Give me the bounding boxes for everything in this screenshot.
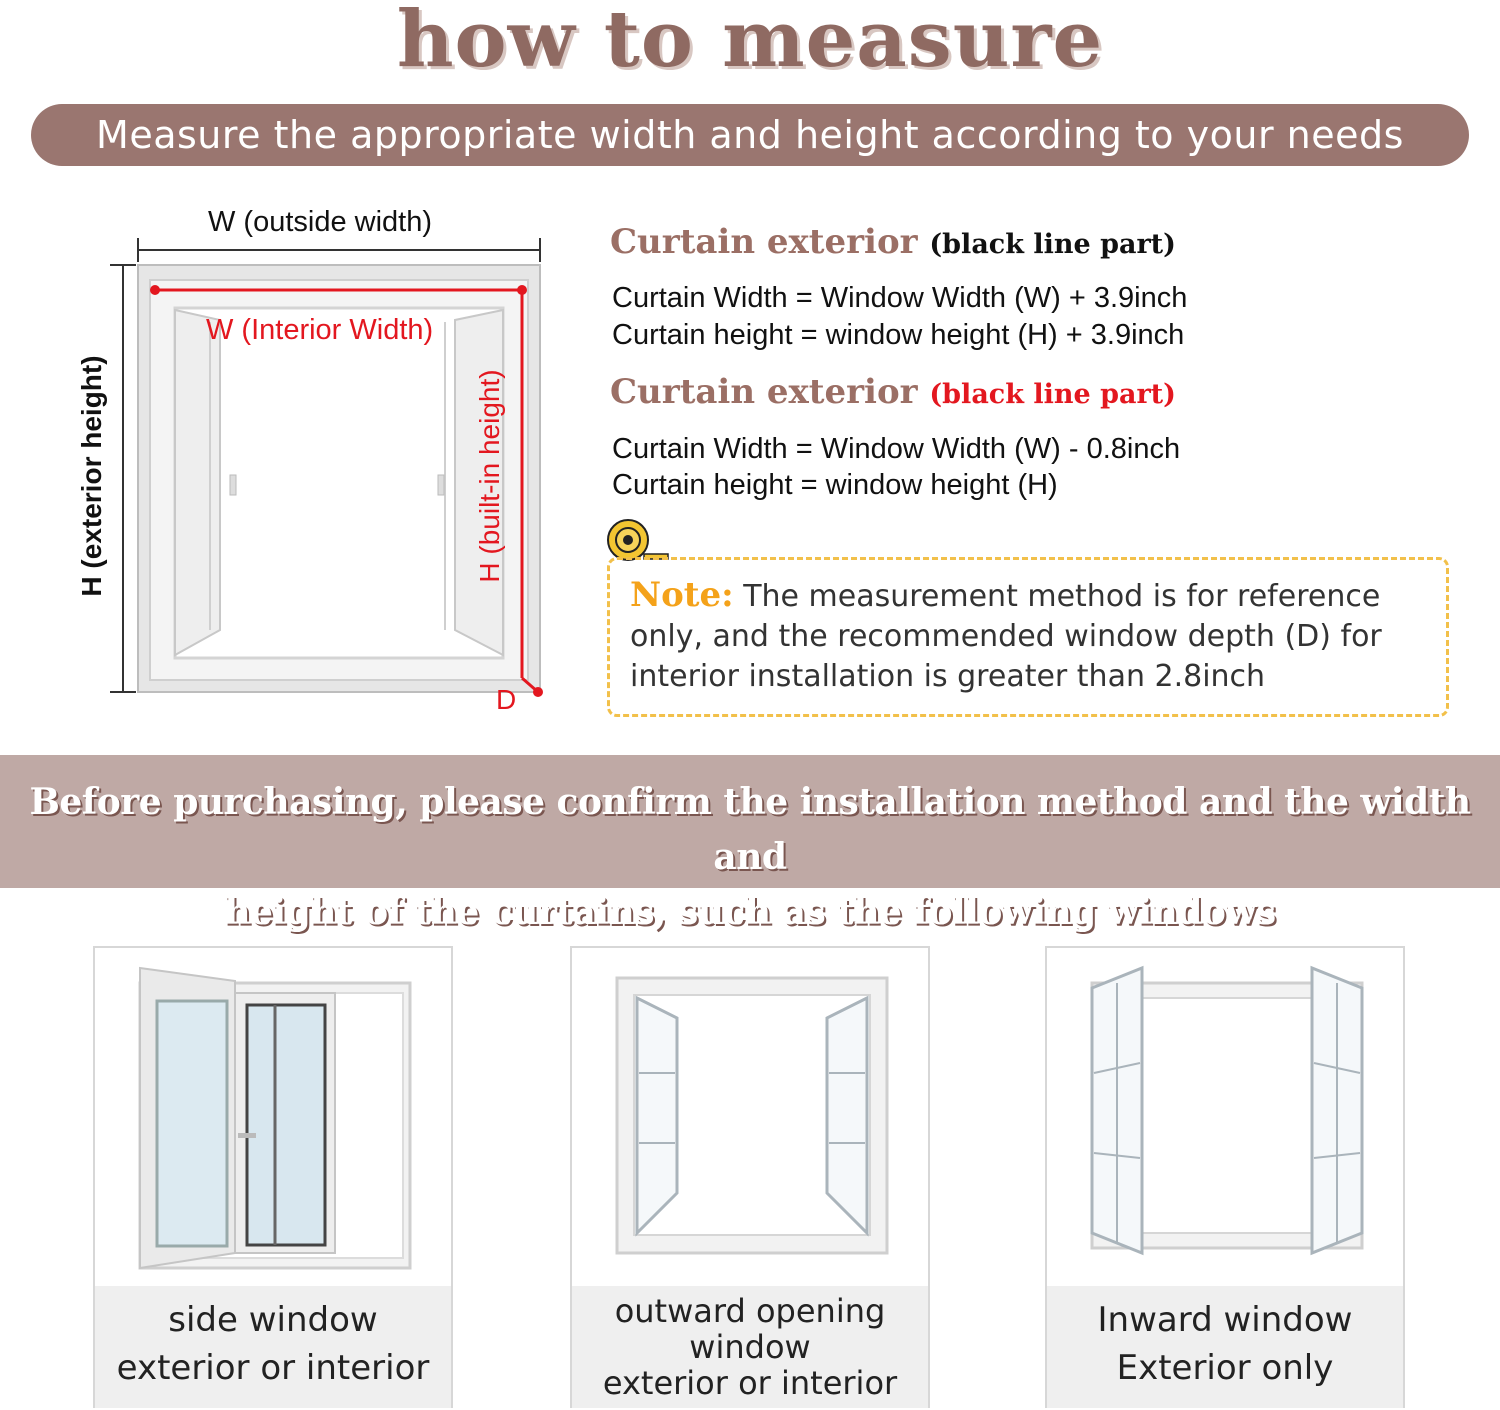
window-card-inward: Inward window Exterior only (1045, 946, 1405, 1408)
outward-window-title-2: window (689, 1328, 811, 1366)
purchase-notice-line1: Before purchasing, please confirm the in… (29, 781, 1471, 878)
interior-height-formula: Curtain height = window height (H) (612, 469, 1058, 501)
purchase-notice-line2: height of the curtains, such as the foll… (224, 891, 1276, 933)
exterior-width-formula: Curtain Width = Window Width (W) + 3.9in… (612, 282, 1188, 314)
note-box (607, 557, 1449, 717)
interior-heading-paren: (black line part) (929, 379, 1176, 410)
window-card-side: side window exterior or interior (93, 946, 453, 1408)
subtitle-text: Measure the appropriate width and height… (96, 113, 1404, 157)
side-window-image (138, 966, 412, 1270)
outward-window-image (615, 976, 889, 1255)
interior-heading-text: Curtain exterior (610, 372, 918, 412)
depth-label: D (496, 684, 517, 715)
window-measure-diagram: W (outside width) W (Interior Width) H (… (60, 190, 580, 735)
note: Note: The measurement method is for refe… (630, 575, 1430, 697)
side-window-label-bg: side window exterior or interior (95, 1286, 451, 1408)
page-title: how to measure (396, 0, 1104, 85)
outward-window-label-bg: outward opening window exterior or inter… (572, 1286, 928, 1408)
inward-window-image (1090, 965, 1364, 1256)
interior-width-formula: Curtain Width = Window Width (W) - 0.8in… (612, 433, 1181, 465)
window-card-outward: outward opening window exterior or inter… (570, 946, 930, 1408)
builtin-height-label: H (built-in height) (474, 369, 505, 583)
purchase-notice-band: Before purchasing, please confirm the in… (0, 755, 1500, 933)
side-window-title: side window (168, 1300, 378, 1340)
inward-window-install: Exterior only (1116, 1348, 1334, 1388)
inward-window-title: Inward window (1097, 1300, 1353, 1340)
inward-window-label-bg: Inward window Exterior only (1047, 1286, 1403, 1408)
exterior-height-label: H (exterior height) (76, 355, 107, 597)
outward-window-title: outward opening (614, 1292, 886, 1330)
note-text: The measurement method is for reference … (630, 579, 1382, 694)
exterior-height-formula: Curtain height = window height (H) + 3.9… (612, 319, 1185, 351)
outward-window-install: exterior or interior (602, 1364, 898, 1402)
outside-width-label: W (outside width) (208, 206, 433, 238)
window-diagram-svg (110, 238, 543, 697)
exterior-heading-paren: (black line part) (929, 229, 1176, 260)
exterior-heading-text: Curtain exterior (610, 222, 918, 262)
subtitle-banner: Measure the appropriate width and height… (31, 104, 1469, 166)
interior-width-label: W (Interior Width) (206, 314, 434, 346)
interior-heading: Curtain exterior (black line part) (610, 372, 1176, 412)
exterior-heading: Curtain exterior (black line part) (610, 222, 1176, 262)
side-window-install: exterior or interior (116, 1348, 430, 1388)
purchase-notice: Before purchasing, please confirm the in… (0, 775, 1500, 940)
note-label: Note: (630, 575, 734, 615)
